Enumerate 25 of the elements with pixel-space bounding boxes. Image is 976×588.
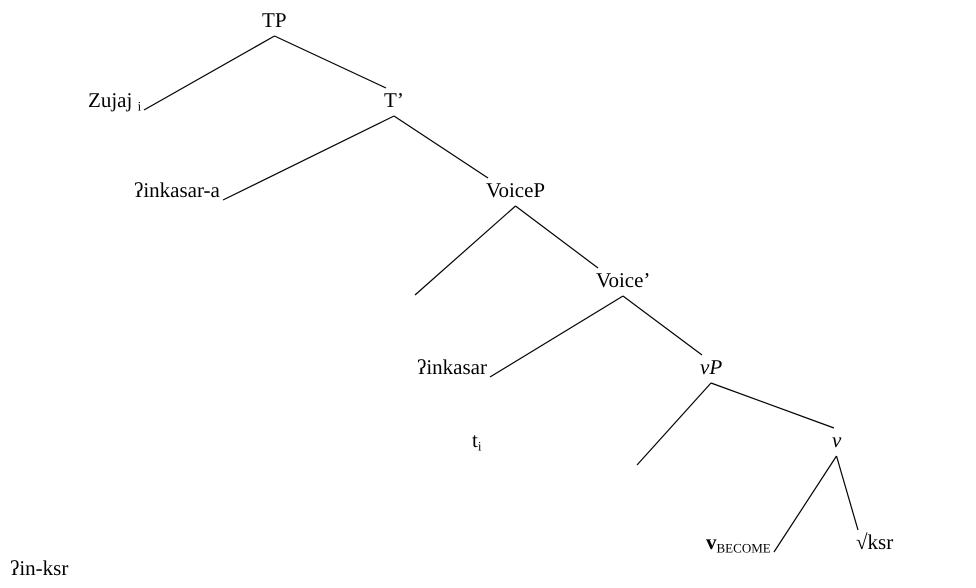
tree-node-label: vP — [700, 355, 722, 379]
tree-branch — [414, 206, 516, 296]
tree-node-label: v$_{BECOME}$ — [706, 530, 771, 554]
tree-branch — [144, 35, 275, 111]
tree-branch — [636, 382, 712, 466]
tree-branch — [274, 35, 386, 89]
tree-node-label: VoiceP — [486, 178, 546, 202]
tree-node-label: Zujaj $_{i}$ — [88, 88, 142, 112]
tree-node-label: Voice’ — [596, 268, 650, 292]
tree-node-label: TP — [262, 8, 287, 32]
tree-branch — [774, 456, 837, 552]
tree-branch — [222, 115, 394, 201]
tree-node-label: v — [832, 428, 842, 452]
tree-branch — [490, 295, 624, 378]
tree-node-label: ʔinkasar-a — [134, 178, 220, 202]
tree-branch — [622, 296, 702, 356]
tree-branch — [394, 116, 488, 178]
form-label: ʔin-ksr — [10, 556, 68, 580]
tree-branch — [710, 382, 834, 429]
tree-node-label: ʔinkasar — [417, 355, 487, 379]
tree-branch — [515, 206, 598, 268]
tree-node-label: √ksr — [856, 530, 894, 554]
trace-label: t$_{i}$ — [472, 428, 482, 452]
tree-node-label: T’ — [384, 88, 404, 112]
tree-branch — [836, 456, 859, 530]
